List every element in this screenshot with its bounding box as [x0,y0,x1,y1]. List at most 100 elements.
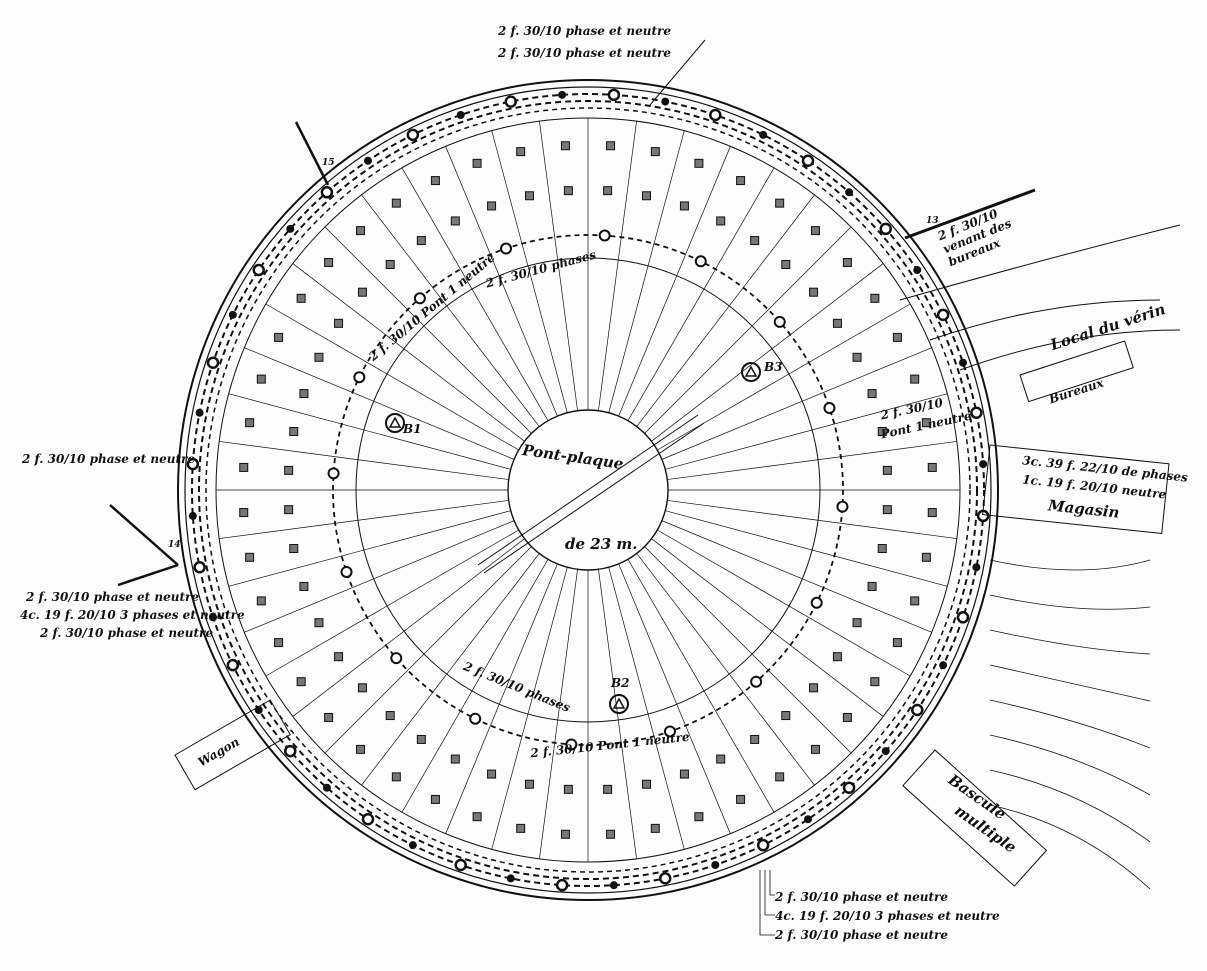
wall-outlet [456,111,465,120]
pit-lamp [867,389,877,399]
exit-track [929,299,1161,341]
pit-lamp [256,374,266,384]
pit-lamp [314,618,324,628]
pit-lamp [516,823,526,833]
track-line [665,510,948,587]
pit-lamp [679,201,689,211]
exit-track [989,699,1151,749]
label-n14: 14 [168,540,181,550]
pit-lamp [870,293,880,303]
pit-lamp [736,176,746,186]
pit-lamp [842,258,852,268]
pit-lamp [256,596,266,606]
inner-lamp [565,738,578,751]
pit-lamp [450,754,460,764]
track-line [657,529,911,677]
wall-lamp [607,88,621,102]
pit-lamp [516,147,526,157]
inner-lamp [413,292,426,305]
wall-outlet [845,188,854,197]
track-line [445,563,558,834]
wall-outlet [188,511,197,520]
turntable-size: de 23 m. [565,535,638,553]
pit-lamp [245,552,255,562]
track-line [644,546,852,754]
track-line [445,146,558,417]
wall-lamp [879,222,892,236]
track-line [539,121,578,411]
pit-lamp [650,823,660,833]
track-line [228,393,511,470]
pit-lamp [472,158,482,168]
pit-lamp [391,772,401,782]
junction-box [609,694,629,714]
track-line [667,500,957,539]
track-line [491,567,568,850]
wall-lamp [970,406,983,419]
pit-lamp [642,779,652,789]
wagon-box [174,699,291,791]
track-line [598,121,637,411]
inner-lamp [750,675,763,688]
label-bottom-2: 4c. 19 f. 20/10 3 phases et neutre [775,909,1000,923]
wall-lamp [709,108,722,122]
arrow [109,504,179,566]
pit-lamp [563,186,573,196]
pit-lamp [357,683,367,693]
pit-lamp [563,784,573,794]
inner-lamp [663,725,676,738]
track-line [292,263,525,442]
label-b2: B2 [611,676,630,690]
wall-outlet [711,860,720,869]
exit-track [989,629,1151,655]
wall-lamp [504,95,517,108]
arrow [117,563,179,587]
label-b1: B1 [403,422,422,436]
wall-outlet [939,661,948,670]
track-line [228,510,511,587]
wall-outlet [661,97,670,106]
cable-ring [205,107,971,873]
feed-cable [904,188,1036,240]
wall-lamp [320,186,334,199]
inner-lamp [500,242,513,255]
inner-lamp [694,255,707,268]
wall-lamp [284,744,297,758]
exit-track [989,664,1151,702]
pit-lamp [882,505,892,515]
wall-outlet [228,310,237,319]
pit-lamp [775,772,785,782]
exit-track [989,769,1151,843]
label-left-1: 2 f. 30/10 phase et neutre [26,590,199,604]
inner-lamp [469,712,482,725]
wall-outlet [979,460,988,469]
pit-lamp [416,236,426,246]
inner-lamp [353,371,366,384]
pit-lamp [284,505,294,515]
pit-lamp [299,581,309,591]
track-line [665,393,948,470]
pit-lamp [314,352,324,362]
pit-lamp [324,258,334,268]
track-line [244,347,515,460]
label-bottom-1: 2 f. 30/10 phase et neutre [775,890,948,904]
pit-lamp [921,418,931,428]
pit-lamp [296,677,306,687]
pit-lamp [524,779,534,789]
pit-lamp [716,216,726,226]
pit-lamp [334,318,344,328]
wall-outlet [958,358,967,367]
pit-lamp [694,158,704,168]
label-bottom-3: 2 f. 30/10 phase et neutre [775,928,948,942]
pit-lamp [296,293,306,303]
pit-lamp [877,544,887,554]
pit-lamp [910,596,920,606]
pit-lamp [781,711,791,721]
pit-lamp [487,201,497,211]
junction-triangle [612,697,626,709]
track-line [661,520,932,633]
pit-lamp [357,287,367,297]
leader-line [649,39,706,106]
exit-track [899,224,1181,301]
